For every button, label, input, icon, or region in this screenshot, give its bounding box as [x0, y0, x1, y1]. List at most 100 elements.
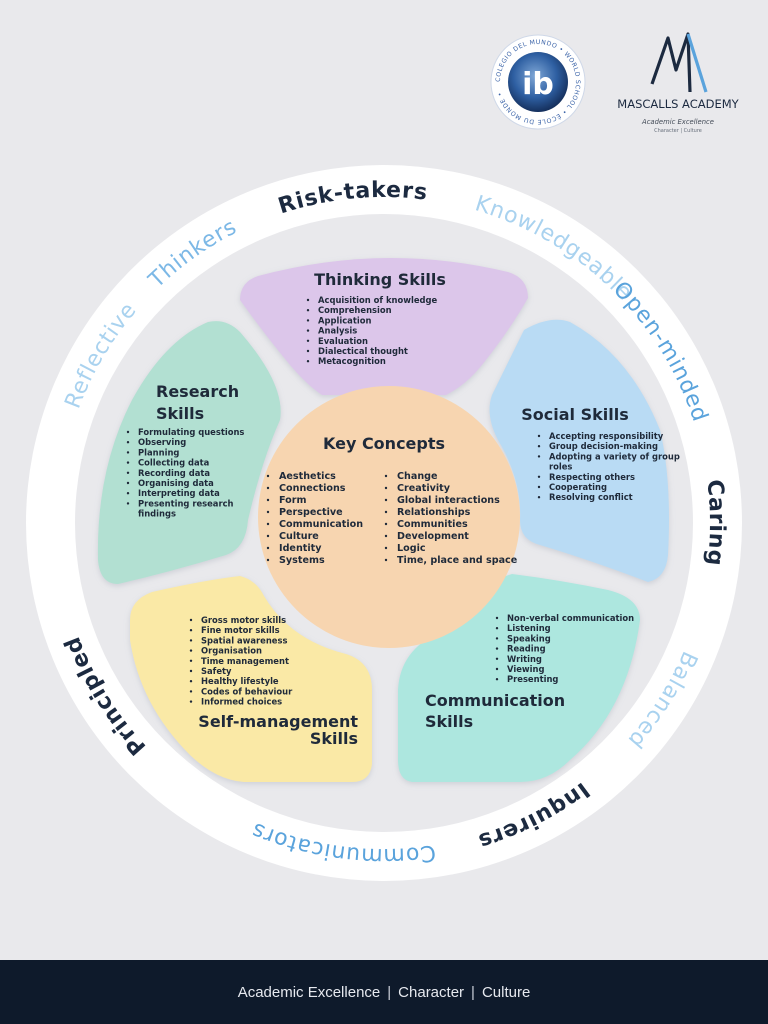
list-bullet — [189, 618, 193, 622]
list-item: Creativity — [397, 483, 451, 494]
list-item: Informed choices — [201, 697, 282, 707]
list-bullet — [495, 637, 499, 640]
list-item: Viewing — [507, 664, 544, 674]
list-bullet — [384, 486, 388, 490]
footer-academic-excellence: Academic Excellence — [237, 983, 381, 1001]
list-item: Interpreting data — [138, 488, 220, 498]
list-bullet — [384, 498, 388, 502]
list-bullet — [384, 534, 388, 538]
attribute-caring: Caring — [701, 478, 729, 567]
list-item: Collecting data — [138, 458, 209, 468]
list-item: Identity — [279, 543, 322, 554]
list-bullet — [537, 485, 541, 489]
research-skills-title-1: Research — [156, 382, 239, 401]
list-bullet — [266, 498, 270, 502]
petal-thinking — [240, 257, 528, 395]
list-bullet — [384, 474, 388, 478]
ib-mark: ib — [522, 67, 554, 102]
list-bullet — [537, 496, 541, 499]
list-item: Acquisition of knowledge — [318, 295, 438, 305]
list-item: Dialectical thought — [318, 346, 408, 356]
list-bullet — [306, 319, 310, 322]
list-bullet — [126, 451, 130, 454]
list-bullet — [495, 627, 499, 630]
list-item: Respecting others — [549, 472, 635, 482]
list-item: Development — [397, 531, 469, 542]
social-skills-title: Social Skills — [521, 405, 628, 424]
list-item: Culture — [279, 531, 319, 542]
list-bullet — [266, 522, 270, 526]
list-bullet — [189, 659, 193, 662]
ib-diagram: COLEGIO DEL MUNDO • WORLD SCHOOL • ÉCOLE… — [26, 32, 742, 881]
list-bullet — [126, 430, 130, 434]
list-item: Resolving conflict — [549, 492, 633, 502]
list-bullet — [189, 680, 193, 683]
list-bullet — [306, 360, 310, 363]
list-item: Writing — [507, 654, 542, 664]
list-item: Recording data — [138, 468, 210, 478]
list-item: Healthy lifestyle — [201, 676, 279, 686]
self-management-title-1: Self-management — [198, 712, 358, 731]
footer-separator-1: | — [387, 983, 392, 1001]
list-bullet — [126, 441, 130, 444]
list-bullet — [189, 649, 193, 652]
footer-character: Character — [398, 983, 465, 1001]
list-item: Analysis — [318, 326, 357, 336]
list-item: Organisation — [201, 646, 262, 656]
list-item: Formulating questions — [138, 427, 244, 437]
petal-research — [97, 321, 281, 584]
list-item: Metacognition — [318, 356, 386, 366]
list-item: findings — [138, 509, 176, 519]
list-item: Global interactions — [397, 495, 500, 506]
list-item: Codes of behaviour — [201, 686, 293, 696]
list-item: Gross motor skills — [201, 615, 286, 625]
list-bullet — [266, 546, 270, 550]
list-item: Logic — [397, 543, 426, 554]
list-item: Presenting — [507, 674, 558, 684]
list-item: Connections — [279, 483, 346, 494]
petal-self-management — [130, 576, 372, 782]
list-bullet — [384, 546, 388, 550]
school-subtagline: Character | Culture — [654, 128, 702, 134]
list-item: Safety — [201, 666, 232, 676]
footer-culture: Culture — [481, 983, 531, 1001]
list-bullet — [189, 639, 193, 642]
list-item: Cooperating — [549, 482, 607, 492]
list-item: Communication — [279, 519, 363, 530]
list-item: Speaking — [507, 633, 551, 643]
list-bullet — [126, 492, 130, 495]
list-item: Observing — [138, 437, 186, 447]
list-bullet — [537, 455, 541, 458]
list-bullet — [189, 629, 193, 632]
list-item: Reading — [507, 644, 546, 654]
list-item: Adopting a variety of group — [549, 451, 680, 461]
list-item: Form — [279, 495, 306, 506]
list-bullet — [126, 471, 130, 474]
list-bullet — [266, 558, 270, 562]
communication-skills-title-1: Communication — [425, 691, 565, 710]
list-item: Organising data — [138, 478, 214, 488]
list-bullet — [495, 667, 499, 671]
school-tagline: Academic Excellence — [641, 118, 714, 126]
list-bullet — [266, 510, 270, 514]
list-bullet — [537, 445, 541, 448]
mascalls-logo: MASCALLS ACADEMY Academic Excellence Cha… — [617, 32, 740, 134]
list-item: Accepting responsibility — [549, 431, 664, 441]
list-item: Listening — [507, 623, 551, 633]
key-concepts-left-list: AestheticsConnectionsFormPerspectiveComm… — [266, 471, 363, 566]
list-item: Planning — [138, 447, 179, 457]
communication-skills-list: Non-verbal communicationListeningSpeakin… — [495, 613, 634, 684]
list-bullet — [306, 339, 310, 342]
list-item: Perspective — [279, 507, 343, 518]
list-item: Comprehension — [318, 305, 392, 315]
list-bullet — [537, 434, 541, 438]
list-item: Group decision-making — [549, 441, 658, 451]
list-bullet — [306, 329, 310, 332]
communication-skills-title-2: Skills — [425, 712, 473, 731]
thinking-skills-list: Acquisition of knowledgeComprehensionApp… — [306, 295, 438, 366]
research-skills-list: Formulating questionsObservingPlanningCo… — [126, 427, 244, 519]
list-item: roles — [549, 462, 572, 472]
list-bullet — [266, 486, 270, 490]
footer-separator-2: | — [471, 983, 475, 1001]
